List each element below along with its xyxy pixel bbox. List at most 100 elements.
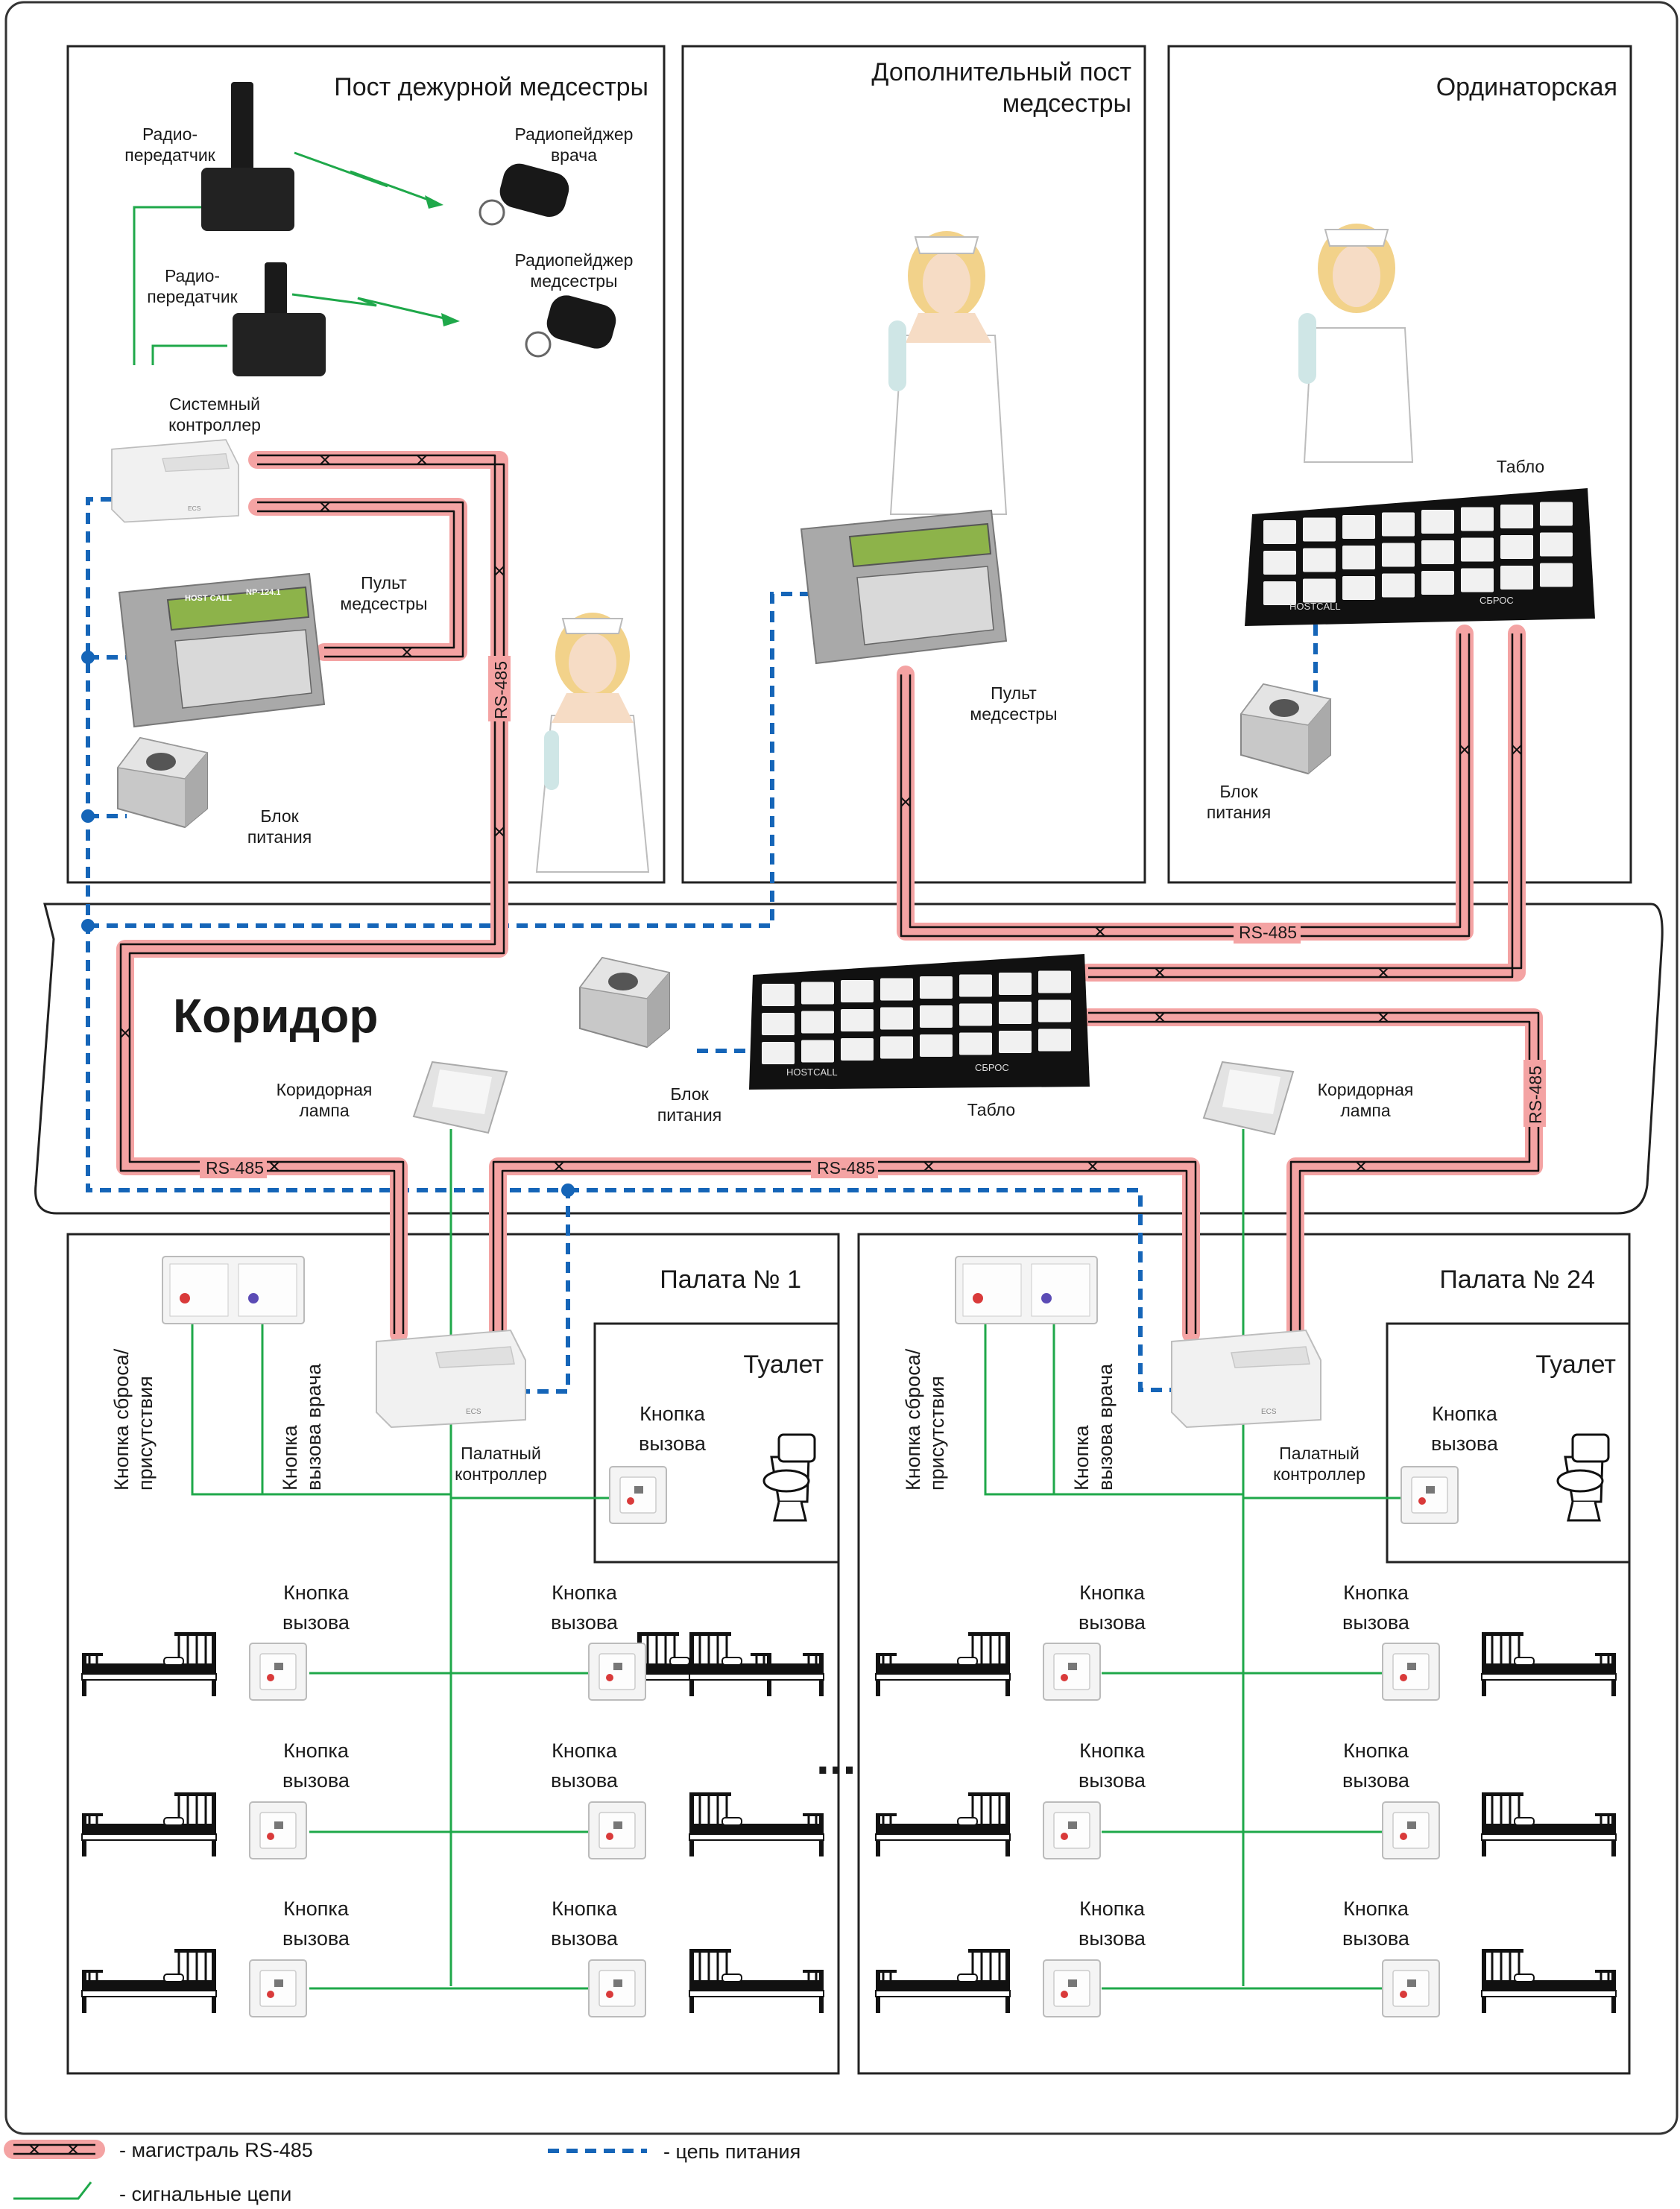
board-cell — [801, 1011, 834, 1034]
label-doctorcall-ward1-l2: вызова врача — [303, 1363, 325, 1491]
pager-nurse-icon — [525, 295, 616, 358]
label-console-duty-l1: Пульт — [361, 573, 407, 592]
board-cell — [920, 976, 953, 999]
call-button-icon — [1382, 1643, 1440, 1701]
board-cell — [801, 1040, 834, 1063]
board-cell — [959, 1032, 992, 1055]
label-power-duty-l2: питания — [247, 827, 312, 847]
label-call-1b: вызова — [282, 1611, 350, 1634]
board-cell — [1038, 999, 1071, 1023]
radio-transmitter-2-icon — [233, 262, 326, 376]
board-cell — [1421, 571, 1454, 595]
label-ward-controller-1-l2: контроллер — [455, 1464, 547, 1484]
label-toilet-call-ward1-l2: вызова — [639, 1432, 707, 1455]
board-cell — [1263, 581, 1296, 605]
board-cell — [1461, 537, 1494, 562]
labels: Пост дежурной медсестры Дополнительный п… — [110, 58, 1617, 1950]
pager-doctor-icon — [479, 163, 569, 226]
label-board-doctors: Табло — [1497, 457, 1544, 476]
nurse-figure-doctors-icon — [1298, 224, 1414, 463]
label-call-8: Кнопка — [1343, 1581, 1409, 1604]
label-radio-tx-2-l1: Радио- — [165, 266, 220, 285]
board-cell — [1263, 520, 1296, 544]
board-cell — [1342, 576, 1375, 600]
rs485-tag-extra-post: RS-485 — [1234, 923, 1301, 944]
call-button-icon — [249, 1801, 307, 1859]
label-ward-controller-24-l1: Палатный — [1279, 1444, 1360, 1463]
label-console-extra-l2: медсестры — [970, 704, 1057, 724]
label-call-12b: вызова — [1342, 1927, 1410, 1950]
board-cell — [1038, 1028, 1071, 1052]
label-call-10b: вызова — [1342, 1769, 1410, 1792]
label-call-4b: вызова — [551, 1769, 619, 1792]
rs485-label-5: RS-485 — [1526, 1066, 1545, 1124]
board-cell — [1038, 970, 1071, 993]
label-call-1: Кнопка — [283, 1581, 350, 1604]
label-toilet-call-ward24-l1: Кнопка — [1432, 1403, 1498, 1425]
label-call-2: Кнопка — [552, 1581, 618, 1604]
board-cell — [1303, 517, 1336, 542]
legend-rs485-label: - магистраль RS-485 — [119, 2139, 313, 2161]
label-reset-ward24-l1: Кнопка сброса/ — [902, 1348, 924, 1491]
label-console-extra-l1: Пульт — [991, 683, 1037, 703]
toilet-title-ward1: Туалет — [743, 1350, 824, 1379]
console-model: NP-124.1 — [246, 588, 280, 597]
system-controller-icon — [111, 439, 239, 523]
board-cell — [762, 984, 795, 1006]
rs485-label-1: RS-485 — [491, 661, 511, 719]
board-cell — [762, 1042, 795, 1064]
console-brand: HOST CALL — [185, 594, 232, 603]
call-button-icon — [1382, 1801, 1440, 1859]
board-cell — [1303, 548, 1336, 572]
label-call-9b: вызова — [1079, 1769, 1146, 1792]
call-button-icon — [1043, 1801, 1101, 1859]
legend: - магистраль RS-485 - цепь питания - сиг… — [4, 2139, 800, 2205]
label-doctorcall-ward24-l1: Кнопка — [1070, 1424, 1093, 1491]
rs485-tag-corridor-mid: RS-485 — [811, 1157, 878, 1178]
call-button-icon — [1382, 1959, 1440, 2017]
label-toilet-call-ward1-l1: Кнопка — [640, 1403, 706, 1425]
label-call-3: Кнопка — [283, 1739, 350, 1762]
label-board-corridor: Табло — [967, 1100, 1015, 1119]
label-call-5b: вызова — [282, 1927, 350, 1950]
legend-rs485-swatch — [4, 2140, 105, 2159]
label-call-10: Кнопка — [1343, 1739, 1409, 1762]
call-button-icon — [588, 1643, 646, 1701]
signal-arrows — [425, 195, 460, 326]
reset-doctor-buttons-ward1-icon — [162, 1256, 305, 1324]
board-cell — [920, 1034, 953, 1057]
board-cell — [1540, 502, 1573, 526]
radio-transmitter-1-icon — [201, 82, 294, 231]
board-cell — [1421, 510, 1454, 534]
label-call-4: Кнопка — [552, 1739, 618, 1762]
nurse-figure-duty-icon — [535, 613, 650, 873]
label-power-doctors-l1: Блок — [1219, 782, 1258, 801]
label-call-11b: вызова — [1079, 1927, 1146, 1950]
board-cell — [1500, 566, 1533, 590]
toilet-ward24-icon — [1556, 1433, 1610, 1522]
nurse-console-duty-icon: HOST CALL NP-124.1 — [118, 572, 326, 728]
nurse-console-extra-icon — [800, 509, 1008, 665]
board-cell — [1461, 568, 1494, 592]
wards-ellipsis: ... — [816, 1731, 856, 1784]
label-call-7: Кнопка — [1079, 1581, 1146, 1604]
call-button-icon — [249, 1959, 307, 2017]
room-title-ward24: Палата № 24 — [1439, 1265, 1595, 1294]
board-brand-2: HOSTCALL — [786, 1066, 838, 1078]
legend-signal-swatch — [13, 2181, 92, 2200]
label-reset-ward24-l2: присутствия — [926, 1376, 948, 1491]
label-pager-nurse-l2: медсестры — [530, 271, 617, 291]
rs485-label-4: RS-485 — [1239, 923, 1297, 942]
call-button-icon — [249, 1643, 307, 1701]
board-reset-2: СБРОС — [975, 1062, 1009, 1073]
label-pager-doctor-l1: Радиопейджер — [515, 124, 634, 144]
board-cell — [1500, 535, 1533, 559]
ward-controller-24-icon — [1171, 1330, 1321, 1428]
room-title-corridor: Коридор — [173, 989, 378, 1043]
reset-doctor-buttons-ward24-icon — [955, 1256, 1098, 1324]
power-junctions — [81, 651, 575, 1197]
board-cell — [1342, 546, 1375, 569]
room-title-duty-post: Пост дежурной медсестры — [334, 73, 648, 101]
label-call-6: Кнопка — [552, 1897, 618, 1920]
